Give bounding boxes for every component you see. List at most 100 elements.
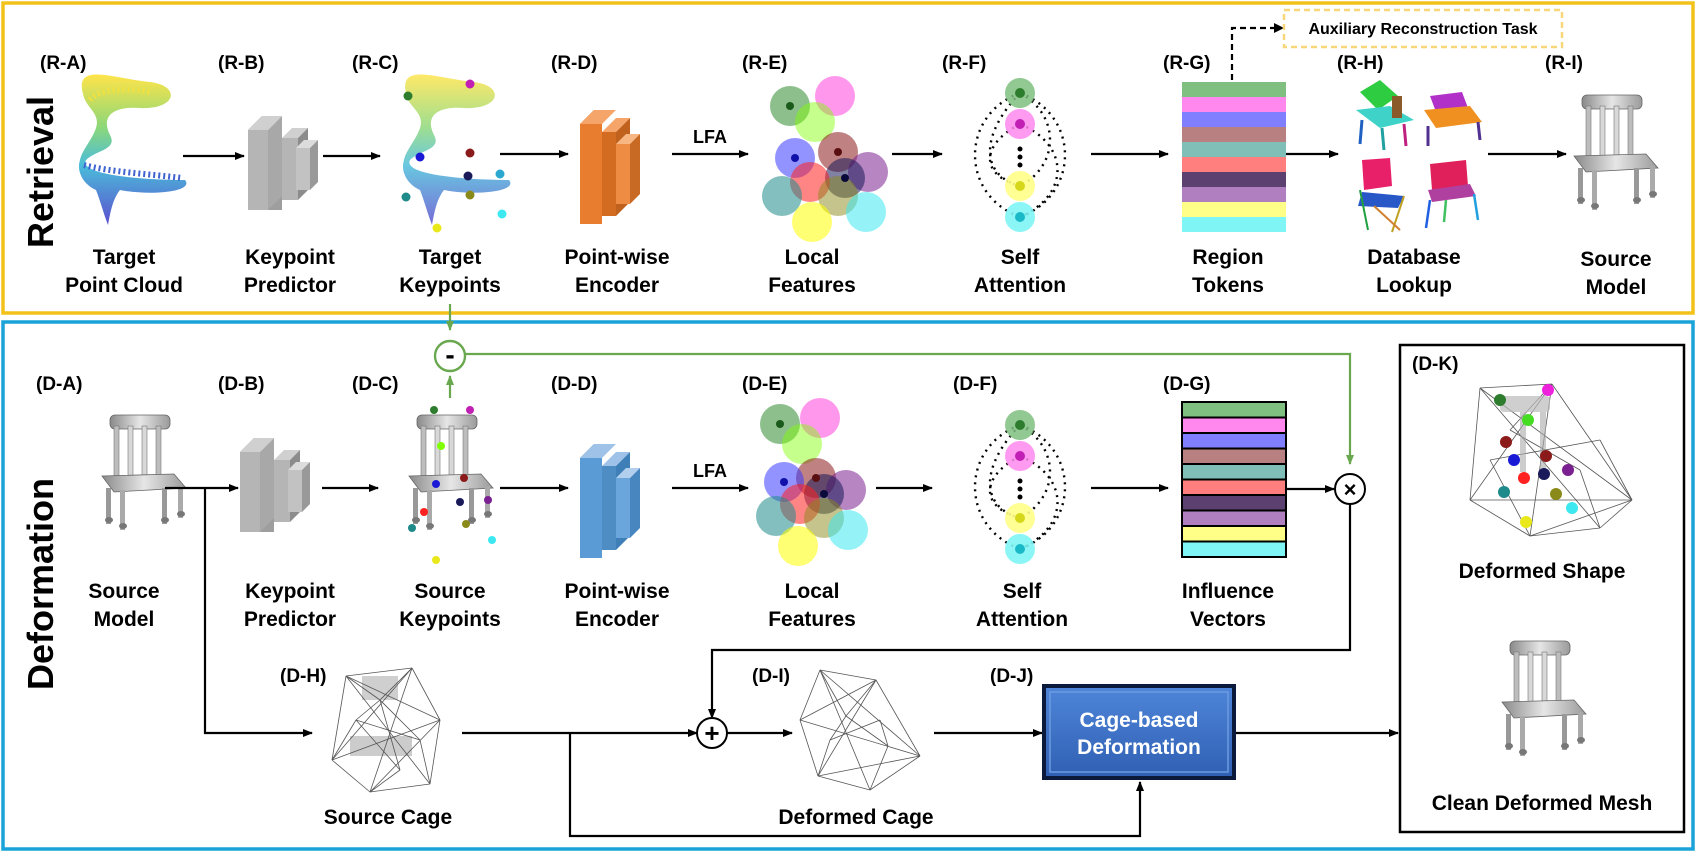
- influence-vectors-image: [1181, 401, 1287, 558]
- tag-d-c: (D-C): [352, 374, 398, 395]
- label-d-a-2: Model: [94, 608, 155, 631]
- tag-d-h: (D-H): [280, 666, 326, 687]
- label-d-c-1: Source: [414, 580, 485, 603]
- aux-dashed-link: [1230, 26, 1274, 80]
- tag-r-a: (R-A): [40, 53, 86, 74]
- point-wise-encoder-d-icon: [580, 444, 640, 558]
- source-model-r-image: [1573, 94, 1659, 211]
- token-bar: [1181, 447, 1287, 465]
- label-r-e-1: Local: [785, 246, 840, 269]
- output-box: [1398, 343, 1686, 834]
- minus-symbol: -: [445, 339, 454, 370]
- label-r-b-1: Keypoint: [245, 246, 335, 269]
- deformation-title: Deformation: [20, 478, 61, 690]
- label-d-b-2: Predictor: [244, 608, 336, 631]
- token-bar: [1182, 187, 1286, 202]
- target-point-cloud-image: [78, 74, 187, 225]
- token-bar: [1181, 494, 1287, 512]
- keypoint-predictor-r-icon: [248, 116, 318, 210]
- tag-r-d: (R-D): [551, 53, 597, 74]
- label-d-g-1: Influence: [1182, 580, 1274, 603]
- label-d-i: Deformed Cage: [778, 806, 933, 829]
- tag-r-h: (R-H): [1337, 53, 1383, 74]
- arrow-da-dh: [203, 488, 313, 737]
- token-bar: [1181, 525, 1287, 543]
- token-bar: [1181, 509, 1287, 527]
- deformation-panel: [1, 320, 1695, 851]
- source-keypoints-image: [408, 406, 496, 564]
- clean-deformed-mesh-image: [1501, 640, 1587, 757]
- green-link-minus-times: [465, 352, 1354, 465]
- cage-deformation-block: [1042, 684, 1236, 780]
- self-attention-d-icon: [973, 408, 1067, 566]
- tag-d-f: (D-F): [953, 374, 997, 395]
- token-bar: [1182, 202, 1286, 217]
- label-r-b-2: Predictor: [244, 274, 336, 297]
- token-bar: [1182, 157, 1286, 172]
- tag-r-b: (R-B): [218, 53, 264, 74]
- label-r-g-1: Region: [1192, 246, 1263, 269]
- label-r-f-1: Self: [1001, 246, 1041, 269]
- label-d-d-1: Point-wise: [564, 580, 669, 603]
- tag-d-g: (D-G): [1163, 374, 1210, 395]
- label-d-d-2: Encoder: [575, 608, 659, 631]
- label-r-a-1: Target: [93, 246, 156, 269]
- label-d-e-2: Features: [768, 608, 856, 631]
- label-r-g-2: Tokens: [1192, 274, 1264, 297]
- tag-d-a: (D-A): [36, 374, 82, 395]
- token-bar: [1182, 142, 1286, 157]
- label-d-b-1: Keypoint: [245, 580, 335, 603]
- label-r-i-1: Source: [1580, 248, 1651, 271]
- aux-task-label: Auxiliary Reconstruction Task: [1308, 21, 1537, 38]
- cage-deformation-label-1: Cage-based: [1079, 709, 1198, 732]
- region-tokens-image: [1182, 82, 1286, 232]
- label-d-f-2: Attention: [976, 608, 1068, 631]
- label-r-d-2: Encoder: [575, 274, 659, 297]
- tag-d-b: (D-B): [218, 374, 264, 395]
- arrow-times-plus: [708, 504, 1352, 719]
- minus-operator: [433, 339, 467, 373]
- source-model-d-image: [101, 414, 187, 531]
- label-r-c-1: Target: [419, 246, 482, 269]
- token-bar: [1182, 112, 1286, 127]
- label-d-h: Source Cage: [324, 806, 452, 829]
- target-keypoints-image: [401, 74, 511, 233]
- lfa-label-r: LFA: [693, 127, 727, 147]
- token-bar: [1182, 217, 1286, 232]
- label-d-c-2: Keypoints: [399, 608, 501, 631]
- aux-task-box: [1282, 8, 1564, 49]
- label-clean-deformed-mesh: Clean Deformed Mesh: [1432, 792, 1653, 815]
- label-d-e-1: Local: [785, 580, 840, 603]
- tag-r-f: (R-F): [942, 53, 986, 74]
- label-r-h-1: Database: [1367, 246, 1460, 269]
- lfa-label-d: LFA: [693, 461, 727, 481]
- point-wise-encoder-r-icon: [580, 110, 640, 224]
- source-cage-image: [331, 667, 441, 793]
- database-lookup-image: [1356, 80, 1482, 233]
- token-bar: [1181, 432, 1287, 450]
- tag-d-e: (D-E): [742, 374, 787, 395]
- tag-r-e: (R-E): [742, 53, 787, 74]
- label-r-d-1: Point-wise: [564, 246, 669, 269]
- self-attention-r-icon: [973, 76, 1067, 234]
- token-bar: [1181, 478, 1287, 496]
- deformed-cage-image: [799, 669, 921, 791]
- label-d-a-1: Source: [88, 580, 159, 603]
- label-r-f-2: Attention: [974, 274, 1066, 297]
- plus-symbol: +: [704, 718, 719, 748]
- tag-d-i: (D-I): [752, 666, 790, 687]
- label-d-f-1: Self: [1003, 580, 1043, 603]
- retrieval-title: Retrieval: [20, 96, 61, 248]
- tag-r-g: (R-G): [1163, 53, 1210, 74]
- deformed-shape-image: [1469, 383, 1633, 537]
- retrieval-panel: [1, 1, 1695, 315]
- tag-d-d: (D-D): [551, 374, 597, 395]
- token-bar: [1182, 127, 1286, 142]
- tag-r-i: (R-I): [1545, 53, 1583, 74]
- token-bar: [1182, 172, 1286, 187]
- token-bar: [1181, 463, 1287, 481]
- label-r-c-2: Keypoints: [399, 274, 501, 297]
- token-bar: [1182, 82, 1286, 97]
- label-r-i-2: Model: [1586, 276, 1647, 299]
